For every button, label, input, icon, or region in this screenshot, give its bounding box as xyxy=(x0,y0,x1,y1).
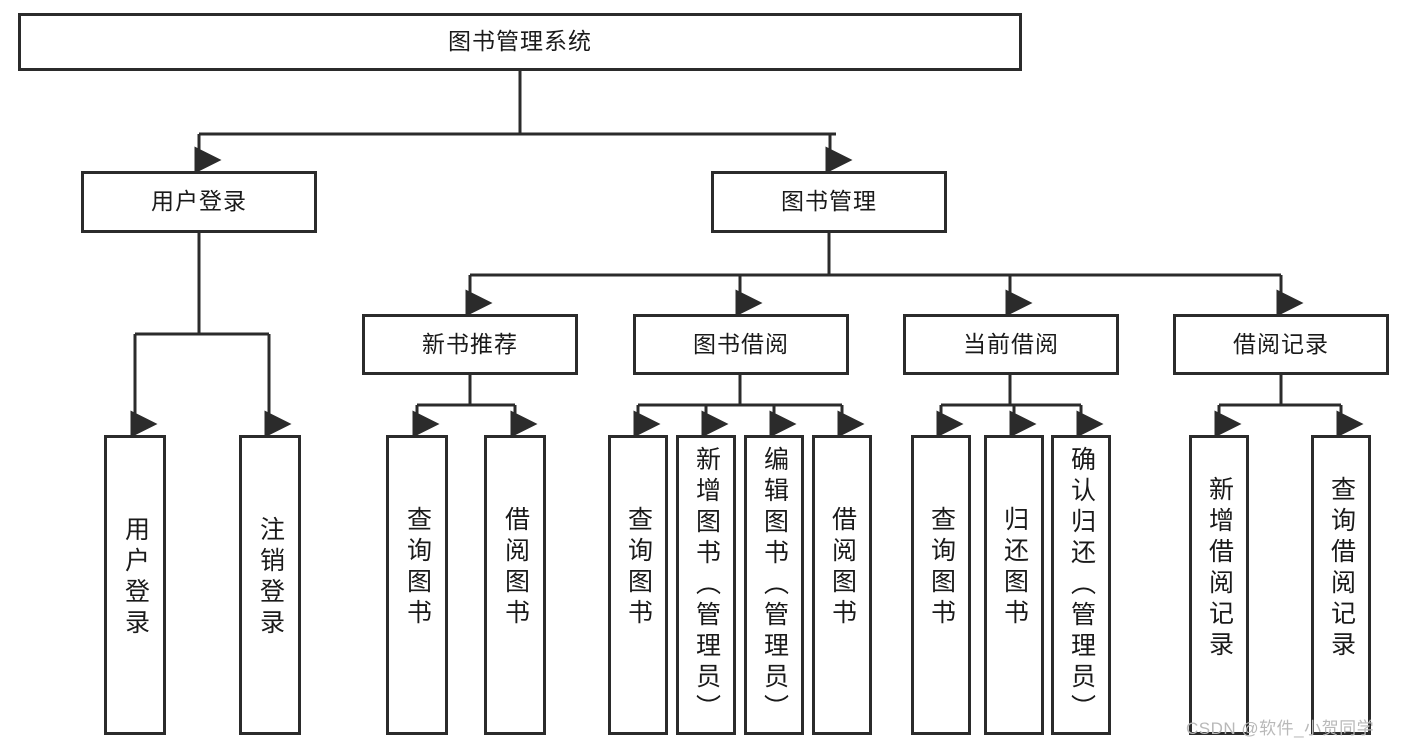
node-leaf-add-record-label: 新增借阅记录 xyxy=(1205,476,1234,662)
node-leaf-logout-label: 注销登录 xyxy=(256,516,285,640)
node-new-book-recommend[interactable]: 新书推荐 xyxy=(362,314,578,375)
node-root-label: 图书管理系统 xyxy=(448,28,592,55)
node-leaf-query-book-2-label: 查询图书 xyxy=(624,506,653,630)
node-leaf-user-login-label: 用户登录 xyxy=(121,516,150,640)
node-leaf-query-book-1[interactable]: 查询图书 xyxy=(386,435,448,735)
node-current-borrow[interactable]: 当前借阅 xyxy=(903,314,1119,375)
node-leaf-add-book[interactable]: 新增图书（管理员） xyxy=(676,435,736,735)
node-borrow-record-label: 借阅记录 xyxy=(1233,330,1329,357)
node-book-manage[interactable]: 图书管理 xyxy=(711,171,947,233)
node-leaf-add-book-label: 新增图书（管理员） xyxy=(692,446,721,725)
node-leaf-borrow-book-2[interactable]: 借阅图书 xyxy=(812,435,872,735)
node-book-manage-label: 图书管理 xyxy=(781,188,877,215)
node-leaf-edit-book[interactable]: 编辑图书（管理员） xyxy=(744,435,804,735)
csdn-watermark: CSDN @软件_小贺同学 xyxy=(1186,719,1375,738)
node-new-book-recommend-label: 新书推荐 xyxy=(422,330,518,357)
node-leaf-borrow-book-1[interactable]: 借阅图书 xyxy=(484,435,546,735)
node-leaf-borrow-book-2-label: 借阅图书 xyxy=(828,506,857,630)
node-user-login-label: 用户登录 xyxy=(151,188,247,215)
node-leaf-query-book-1-label: 查询图书 xyxy=(403,506,432,630)
node-leaf-add-record[interactable]: 新增借阅记录 xyxy=(1189,435,1249,735)
node-leaf-return-book[interactable]: 归还图书 xyxy=(984,435,1044,735)
node-leaf-query-book-3[interactable]: 查询图书 xyxy=(911,435,971,735)
node-leaf-edit-book-label: 编辑图书（管理员） xyxy=(760,446,789,725)
node-borrow-record[interactable]: 借阅记录 xyxy=(1173,314,1389,375)
node-current-borrow-label: 当前借阅 xyxy=(963,330,1059,357)
node-leaf-query-book-3-label: 查询图书 xyxy=(927,506,956,630)
node-leaf-user-login[interactable]: 用户登录 xyxy=(104,435,166,735)
node-book-borrow[interactable]: 图书借阅 xyxy=(633,314,849,375)
node-root[interactable]: 图书管理系统 xyxy=(18,13,1022,71)
node-leaf-borrow-book-1-label: 借阅图书 xyxy=(501,506,530,630)
node-leaf-return-book-label: 归还图书 xyxy=(1000,506,1029,630)
node-leaf-query-record[interactable]: 查询借阅记录 xyxy=(1311,435,1371,735)
node-leaf-query-record-label: 查询借阅记录 xyxy=(1327,476,1356,662)
node-book-borrow-label: 图书借阅 xyxy=(693,330,789,357)
node-leaf-confirm-return-label: 确认归还（管理员） xyxy=(1067,446,1096,725)
node-leaf-logout[interactable]: 注销登录 xyxy=(239,435,301,735)
node-user-login[interactable]: 用户登录 xyxy=(81,171,317,233)
node-leaf-confirm-return[interactable]: 确认归还（管理员） xyxy=(1051,435,1111,735)
node-leaf-query-book-2[interactable]: 查询图书 xyxy=(608,435,668,735)
